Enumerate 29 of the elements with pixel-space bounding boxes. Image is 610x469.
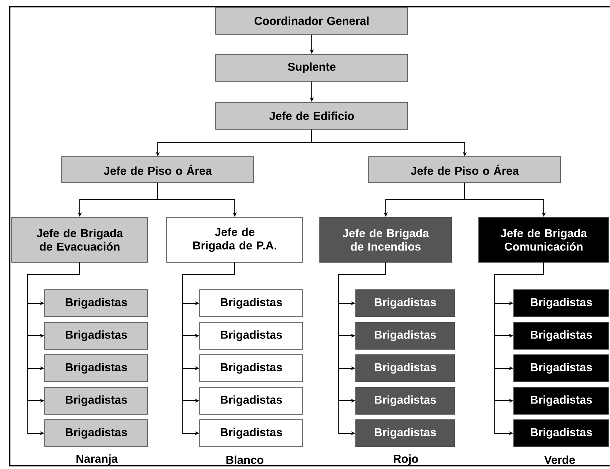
brigadistas-box: Brigadistas [200,290,304,318]
brigadistas-box: Brigadistas [44,322,148,350]
brigadistas-box: Brigadistas [356,290,456,318]
brigade-chief-box: Jefe de Brigada de P.A. [166,217,304,263]
brigadistas-box: Brigadistas [514,420,610,448]
brigadistas-box: Brigadistas [356,420,456,448]
brigadistas-box: Brigadistas [200,322,304,350]
brigadistas-box: Brigadistas [44,290,148,318]
brigadistas-box: Brigadistas [514,290,610,318]
brigadistas-box: Brigadistas [200,354,304,382]
brigadistas-box: Brigadistas [356,354,456,382]
role-box: Jefe de Edificio [216,102,408,130]
brigadistas-box: Brigadistas [44,420,148,448]
brigadistas-box: Brigadistas [514,354,610,382]
brigadistas-box: Brigadistas [200,387,304,415]
brigade-chief-box: Jefe de Brigada de Evacuación [12,217,148,263]
role-box: Coordinador General [216,7,408,35]
role-box: Suplente [216,54,408,82]
brigade-chief-box: Jefe de Brigada de Incendios [320,217,452,263]
brigade-chief-box: Jefe de Brigada Comunicación [478,217,610,263]
brigadistas-box: Brigadistas [356,322,456,350]
brigadistas-box: Brigadistas [44,387,148,415]
brigadistas-box: Brigadistas [200,420,304,448]
brigadistas-box: Brigadistas [514,322,610,350]
role-box: Jefe de Piso o Área [62,156,254,184]
brigadistas-box: Brigadistas [356,387,456,415]
brigadistas-box: Brigadistas [44,354,148,382]
brigadistas-box: Brigadistas [514,387,610,415]
role-box: Jefe de Piso o Área [368,156,562,184]
